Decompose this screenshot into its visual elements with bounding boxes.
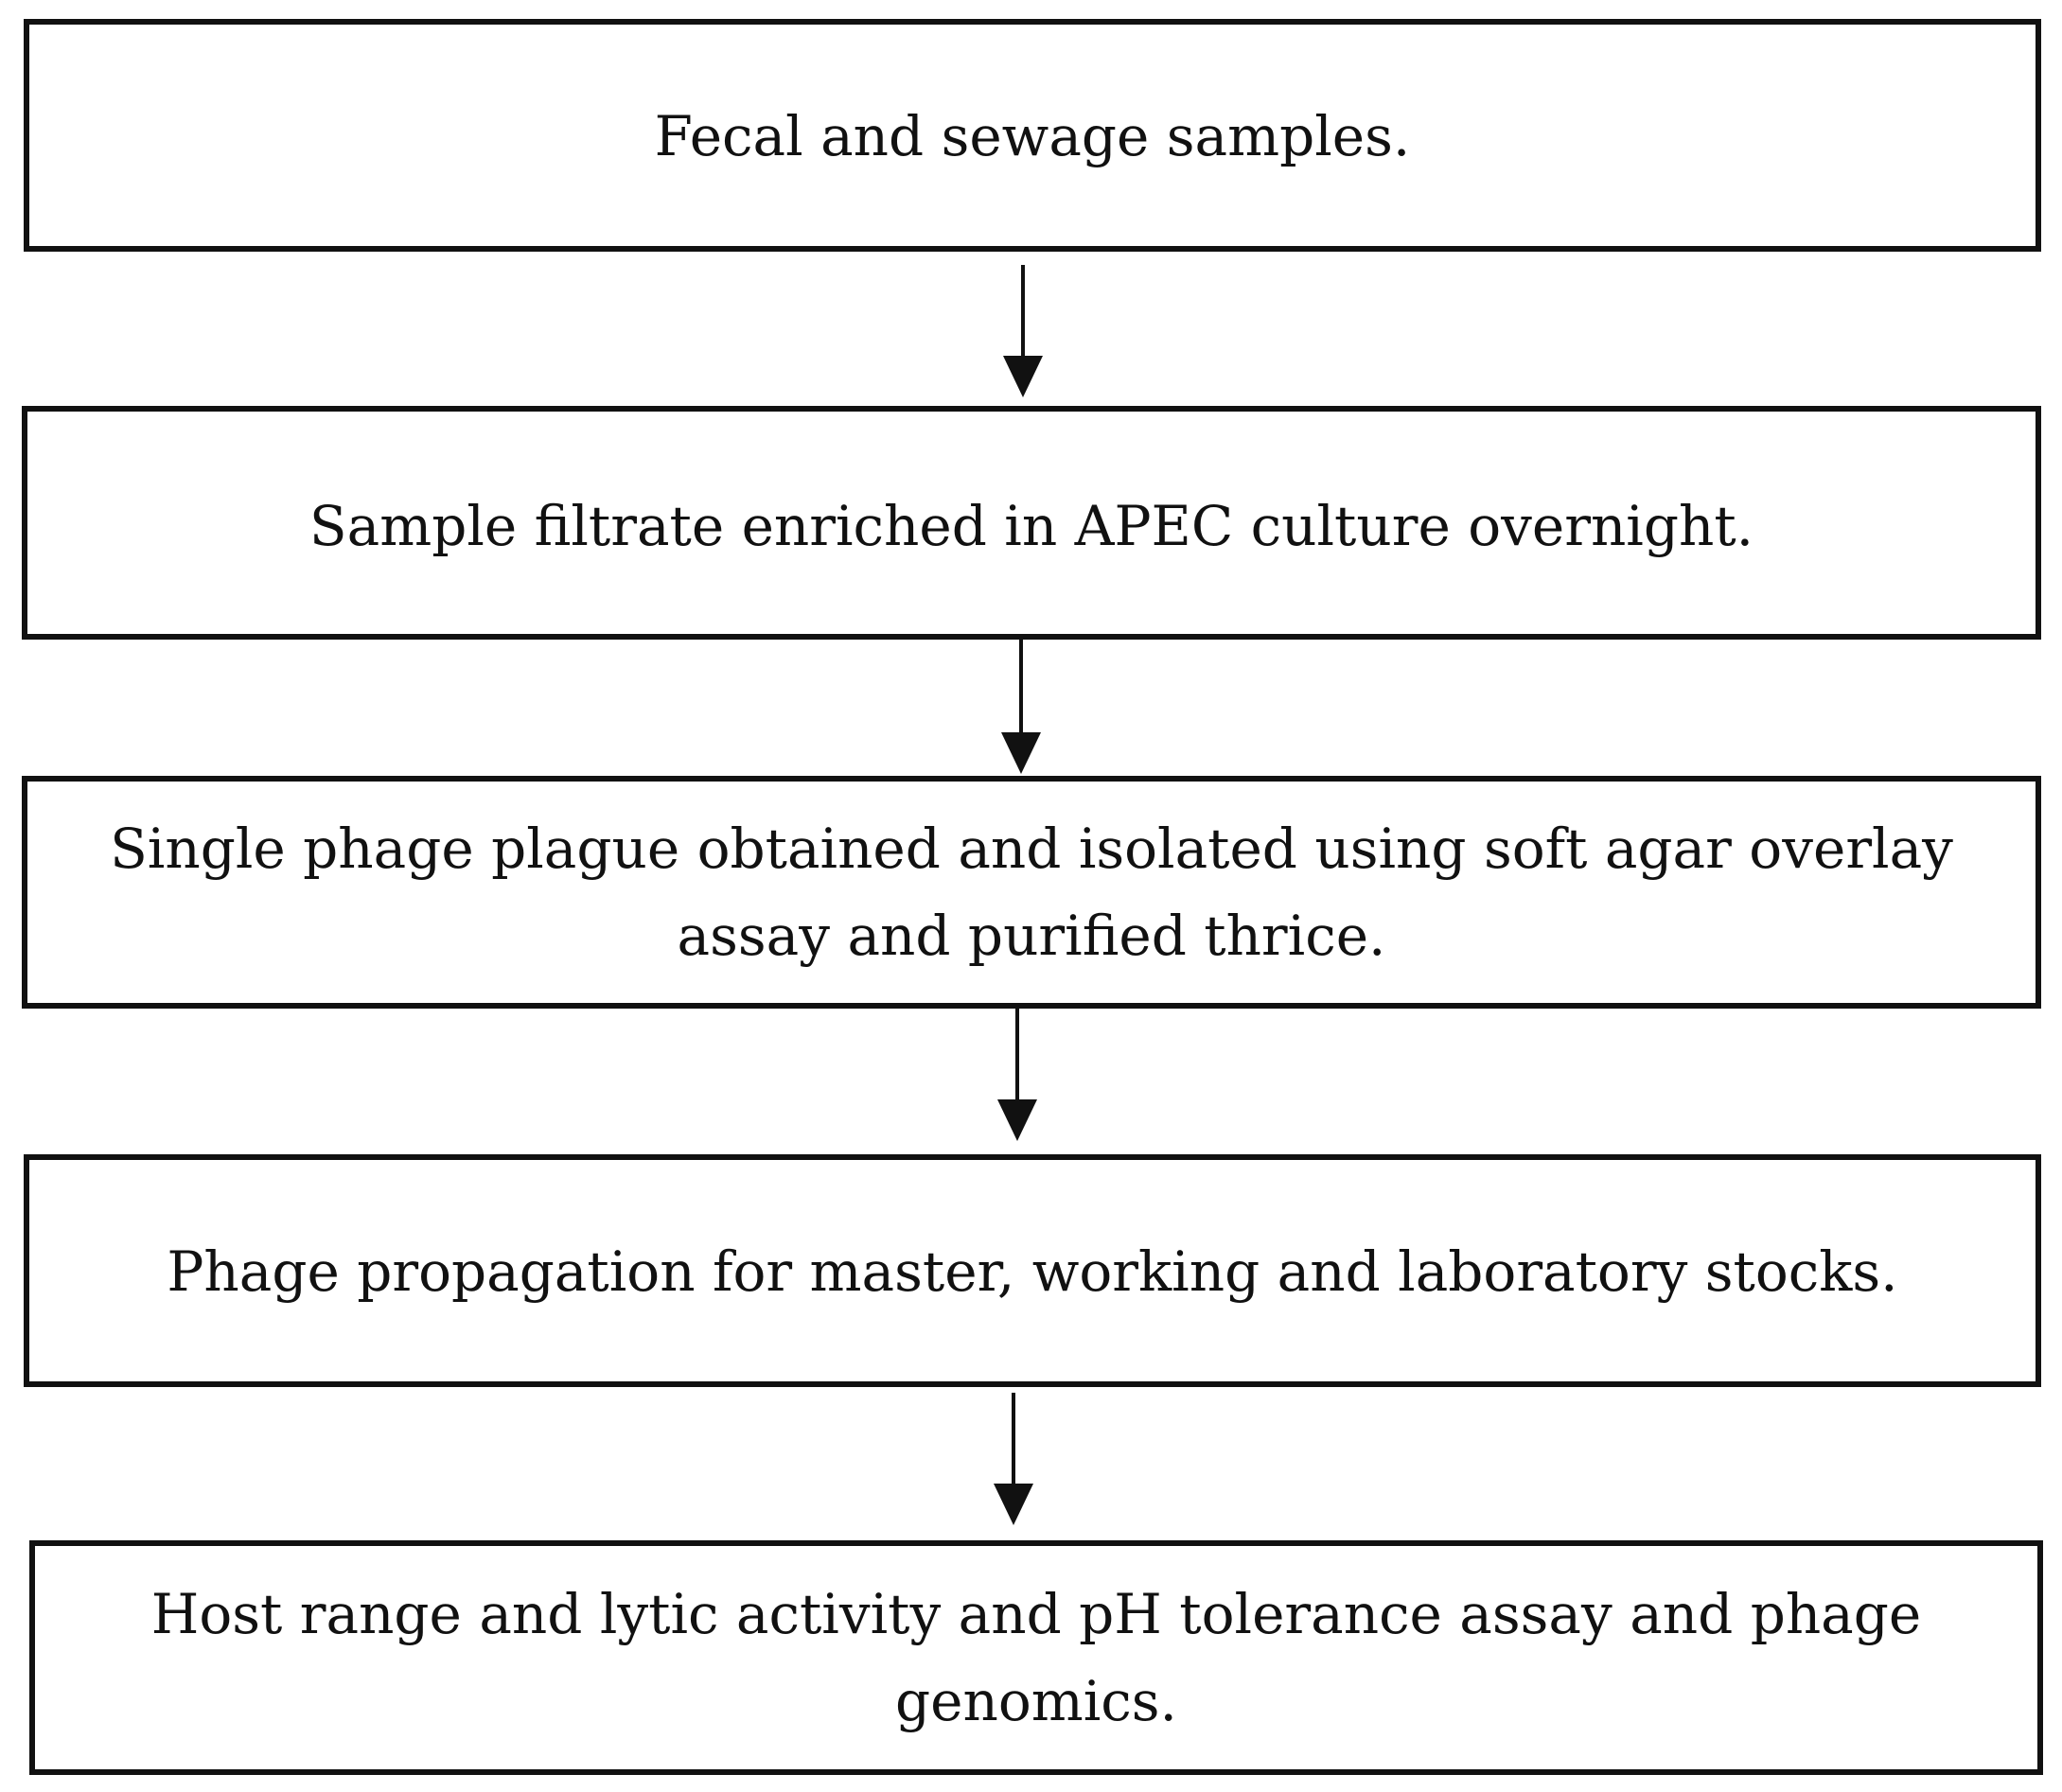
step-text-5: Host range and lytic activity and pH tol… bbox=[150, 1582, 1922, 1733]
arrow-3 bbox=[997, 1009, 1037, 1141]
step-text-3: Single phage plague obtained and isolate… bbox=[110, 817, 1953, 968]
step-box-5: Host range and lytic activity and pH tol… bbox=[29, 1540, 2043, 1775]
step-text-4: Phage propagation for master, working an… bbox=[167, 1239, 1898, 1304]
arrow-2 bbox=[1001, 640, 1041, 774]
arrow-4 bbox=[994, 1393, 1033, 1525]
step-box-4: Phage propagation for master, working an… bbox=[24, 1154, 2041, 1387]
step-box-2: Sample filtrate enriched in APEC culture… bbox=[22, 406, 2041, 640]
arrow-1 bbox=[1003, 265, 1043, 397]
step-text-1: Fecal and sewage samples. bbox=[654, 104, 1411, 168]
step-box-1: Fecal and sewage samples. bbox=[24, 19, 2041, 252]
step-text-2: Sample filtrate enriched in APEC culture… bbox=[308, 494, 1754, 558]
step-box-3: Single phage plague obtained and isolate… bbox=[22, 776, 2041, 1009]
